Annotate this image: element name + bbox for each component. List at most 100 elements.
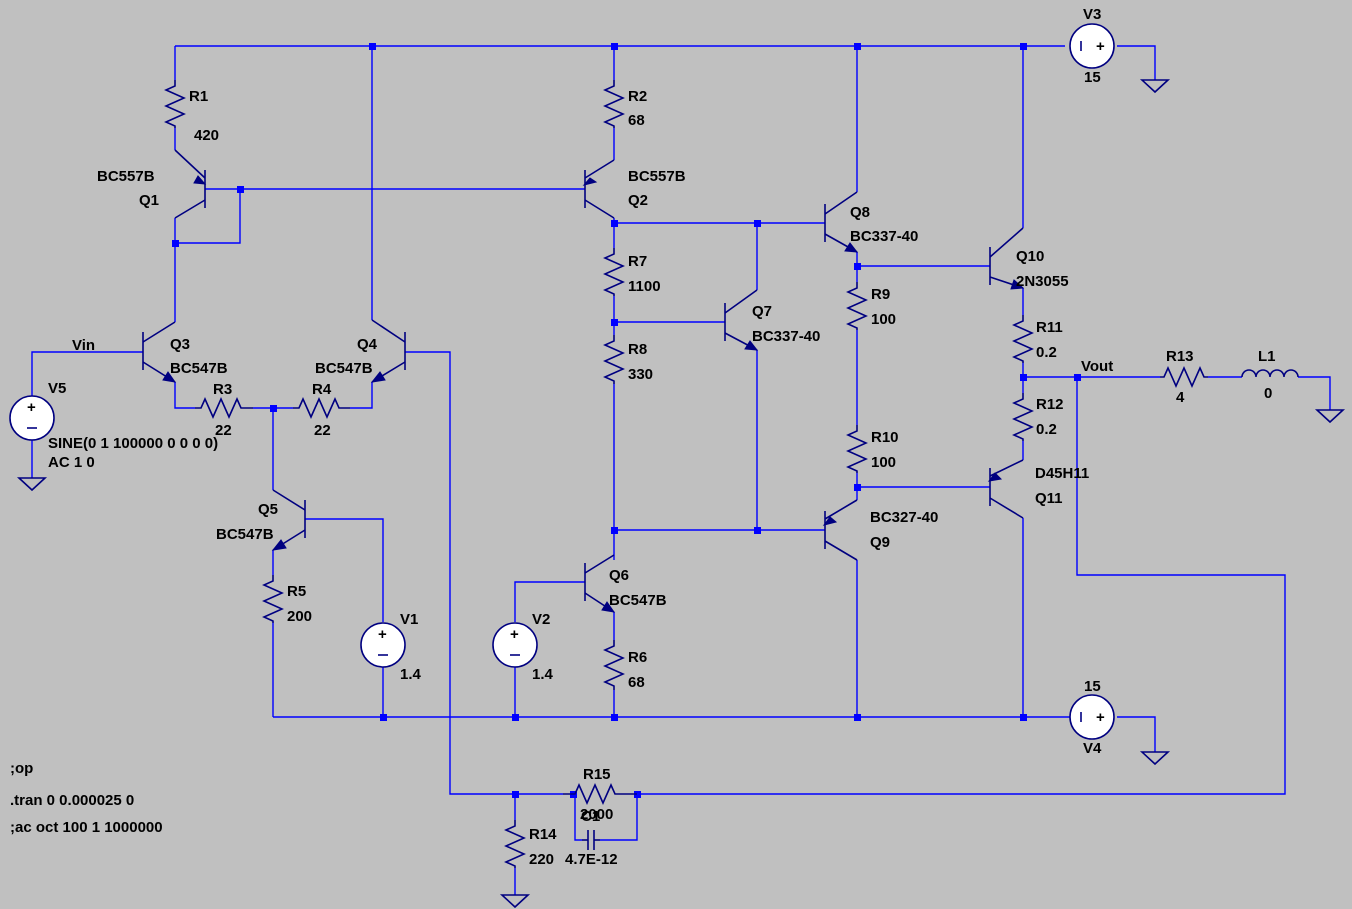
label-q2-ref: Q2 xyxy=(628,192,648,209)
label-v1-value: 1.4 xyxy=(400,666,422,683)
label-v5-value: SINE(0 1 100000 0 0 0 0) xyxy=(48,435,218,452)
label-r12-ref: R12 xyxy=(1036,396,1064,413)
label-r12-value: 0.2 xyxy=(1036,421,1057,438)
label-l1-ref: L1 xyxy=(1258,348,1276,365)
transistor-q9[interactable] xyxy=(822,499,858,561)
label-r2-ref: R2 xyxy=(628,88,647,105)
resistor-r6[interactable] xyxy=(603,640,625,690)
label-r11-value: 0.2 xyxy=(1036,344,1057,361)
ground-symbol xyxy=(1139,751,1171,766)
label-r14-ref: R14 xyxy=(529,826,557,843)
svg-text:+: + xyxy=(1096,709,1105,726)
label-r7-ref: R7 xyxy=(628,253,647,270)
ground-symbol xyxy=(1139,79,1171,94)
label-r9-value: 100 xyxy=(871,311,896,328)
label-v1-ref: V1 xyxy=(400,611,418,628)
label-q6-model: BC547B xyxy=(609,592,667,609)
resistor-r15[interactable] xyxy=(563,783,637,805)
label-v3-value: 15 xyxy=(1084,69,1101,86)
label-q4-model: BC547B xyxy=(315,360,373,377)
label-r4-value: 22 xyxy=(314,422,331,439)
label-r7-value: 1100 xyxy=(628,278,661,295)
label-r14-value: 220 xyxy=(529,851,554,868)
voltage-source-v4[interactable]: + xyxy=(1069,694,1115,740)
label-r4-ref: R4 xyxy=(312,381,332,398)
label-r9-ref: R9 xyxy=(871,286,890,303)
transistor-q6[interactable] xyxy=(584,554,616,613)
label-v2-value: 1.4 xyxy=(532,666,554,683)
resistor-r11[interactable] xyxy=(1012,315,1034,363)
transistor-q11[interactable] xyxy=(987,459,1024,519)
label-q10-ref: Q10 xyxy=(1016,248,1044,265)
resistor-r7[interactable] xyxy=(603,248,625,296)
label-r11-ref: R11 xyxy=(1036,319,1063,336)
resistor-r5[interactable] xyxy=(262,575,284,623)
svg-text:+: + xyxy=(510,626,519,643)
label-r1-ref: R1 xyxy=(189,88,208,105)
label-v4-value: 15 xyxy=(1084,678,1101,695)
label-v2-ref: V2 xyxy=(532,611,550,628)
label-l1-value: 0 xyxy=(1264,385,1272,402)
spice-directive-op: ;op xyxy=(10,760,33,777)
resistor-r3[interactable] xyxy=(195,397,253,419)
label-q1-ref: Q1 xyxy=(139,192,159,209)
resistor-r4[interactable] xyxy=(293,397,350,419)
label-q9-model: BC327-40 xyxy=(870,509,938,526)
capacitor-c1[interactable] xyxy=(582,830,600,850)
label-q1-model: BC557B xyxy=(97,168,155,185)
label-v4-ref: V4 xyxy=(1083,740,1102,757)
inductor-l1[interactable] xyxy=(1241,369,1299,378)
label-q6-ref: Q6 xyxy=(609,567,629,584)
resistor-r2[interactable] xyxy=(603,80,625,128)
voltage-source-v3[interactable]: + xyxy=(1069,23,1115,69)
transistor-q2[interactable] xyxy=(582,159,615,219)
label-v5-ref: V5 xyxy=(48,380,66,397)
resistor-r12[interactable] xyxy=(1012,393,1034,441)
label-r6-ref: R6 xyxy=(628,649,647,666)
net-label-vout: Vout xyxy=(1081,358,1113,375)
transistor-q5[interactable] xyxy=(271,489,306,551)
svg-text:+: + xyxy=(27,399,36,416)
ground-symbol xyxy=(1314,409,1346,424)
label-q11-model: D45H11 xyxy=(1035,465,1089,482)
label-r3-ref: R3 xyxy=(213,381,232,398)
voltage-source-v2[interactable]: + xyxy=(492,622,538,668)
label-q8-ref: Q8 xyxy=(850,204,870,221)
resistor-r1[interactable] xyxy=(164,80,186,128)
transistor-q1[interactable] xyxy=(174,149,207,219)
label-v5-ac: AC 1 0 xyxy=(48,454,95,471)
voltage-source-v1[interactable]: + xyxy=(360,622,406,668)
resistor-r8[interactable] xyxy=(603,335,625,384)
resistor-r9[interactable] xyxy=(846,282,868,330)
transistor-q8[interactable] xyxy=(824,191,859,253)
label-q3-model: BC547B xyxy=(170,360,228,377)
spice-directive-ac: ;ac oct 100 1 1000000 xyxy=(10,819,163,836)
transistor-q10[interactable] xyxy=(989,227,1025,290)
label-r6-value: 68 xyxy=(628,674,645,691)
label-q11-ref: Q11 xyxy=(1035,490,1063,507)
label-c1-ref: C1 xyxy=(581,808,600,825)
label-q10-model: 2N3055 xyxy=(1016,273,1069,290)
label-q5-ref: Q5 xyxy=(258,501,278,518)
transistor-q3[interactable] xyxy=(142,321,177,383)
svg-text:+: + xyxy=(1096,38,1105,55)
resistor-r14[interactable] xyxy=(504,820,526,868)
resistor-r10[interactable] xyxy=(846,425,868,473)
label-r1-value: 420 xyxy=(194,127,219,144)
wires xyxy=(31,45,1331,895)
label-q2-model: BC557B xyxy=(628,168,686,185)
voltage-source-v5[interactable]: + xyxy=(9,395,55,441)
resistor-r13[interactable] xyxy=(1160,366,1208,388)
label-r5-value: 200 xyxy=(287,608,312,625)
label-q8-model: BC337-40 xyxy=(850,228,918,245)
transistor-q4[interactable] xyxy=(370,319,406,383)
label-r10-value: 100 xyxy=(871,454,896,471)
spice-directive-tran: .tran 0 0.000025 0 xyxy=(10,792,134,809)
label-c1-value: 4.7E-12 xyxy=(565,851,618,868)
label-q5-model: BC547B xyxy=(216,526,274,543)
svg-text:+: + xyxy=(378,626,387,643)
transistor-q7[interactable] xyxy=(724,289,759,351)
label-r10-ref: R10 xyxy=(871,429,899,446)
ground-symbol xyxy=(16,477,48,492)
label-r15-ref: R15 xyxy=(583,766,611,783)
